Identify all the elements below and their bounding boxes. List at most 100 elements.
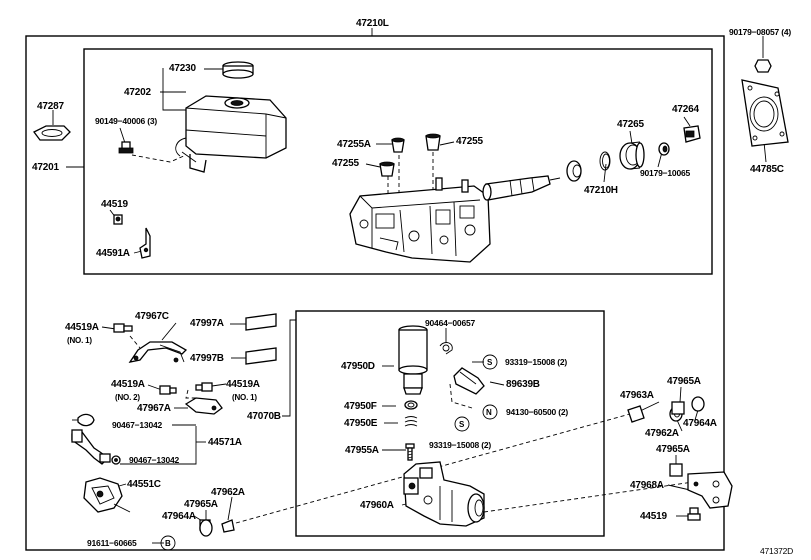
cover-89639B — [453, 367, 485, 395]
sensor-44519-bottom — [687, 507, 701, 521]
note-s1: S — [487, 358, 493, 367]
label-47967A: 47967A — [137, 403, 171, 414]
snap-ring — [599, 151, 611, 171]
reservoir-hose — [175, 137, 197, 163]
clip-47997A — [245, 313, 277, 331]
label-47230: 47230 — [169, 63, 196, 74]
modulator-body — [349, 177, 491, 263]
label-no1-a: (NO. 1) — [67, 336, 92, 345]
boot-47265 — [619, 141, 645, 170]
label-47950F: 47950F — [344, 401, 377, 412]
label-47210H: 47210H — [584, 185, 618, 196]
label-94130: 94130−60500 (2) — [506, 407, 568, 417]
label-47264: 47264 — [672, 104, 699, 115]
assembly-label: 47210L — [356, 18, 389, 29]
label-47950D: 47950D — [341, 361, 375, 372]
cushion-47962A — [221, 519, 235, 533]
label-44519A-3: 44519A — [226, 379, 260, 390]
label-44519-top: 44519 — [101, 199, 128, 210]
clip-90467-a — [72, 413, 95, 427]
label-93319-b: 93319−15008 (2) — [429, 440, 491, 450]
label-44519-bottom: 44519 — [640, 511, 667, 522]
seal-47255-left — [379, 161, 395, 177]
wiper-seal — [566, 160, 582, 182]
sensor-44519A-top — [113, 323, 133, 333]
pump-box — [295, 310, 605, 537]
label-47950E: 47950E — [344, 418, 378, 429]
label-44551C: 44551C — [127, 479, 161, 490]
label-90179-10065: 90179−10065 — [640, 168, 691, 178]
sensor-44519-top — [113, 214, 123, 225]
collar-47965A-top — [671, 401, 685, 415]
nut-90179-08057 — [754, 59, 772, 73]
clamp-90464 — [439, 342, 453, 355]
grommet-47287 — [33, 125, 71, 141]
label-90179-08057: 90179−08057 (4) — [729, 27, 791, 37]
seal-47255A — [391, 137, 405, 153]
bracket-47967C — [128, 341, 188, 363]
label-47964A-bottom: 47964A — [162, 511, 196, 522]
collar-47964A-right — [691, 396, 705, 412]
label-90149: 90149−40006 (3) — [95, 116, 157, 126]
figure-id: 471372D — [760, 546, 794, 556]
screw-47955A — [405, 443, 415, 461]
sensor-44519A-no2 — [159, 385, 177, 395]
label-47962A-bottom: 47962A — [211, 487, 245, 498]
reservoir-tank — [185, 95, 287, 173]
cylinder-shaft — [482, 175, 561, 201]
clip-90467-b — [111, 455, 121, 465]
label-47255-right: 47255 — [456, 136, 483, 147]
label-47202: 47202 — [124, 87, 151, 98]
label-47960A: 47960A — [360, 500, 394, 511]
connector-47264 — [683, 125, 701, 143]
pin-47963A — [627, 405, 645, 423]
motor-47950D — [398, 325, 428, 395]
gasket-44785C — [741, 79, 789, 147]
bracket-44591A — [139, 227, 151, 259]
note-b1: B — [165, 539, 171, 548]
spring-47950E — [404, 416, 418, 427]
bracket-47968A — [687, 471, 733, 509]
label-47967C: 47967C — [135, 311, 169, 322]
label-47965A-right1: 47965A — [667, 376, 701, 387]
note-n1: N — [486, 408, 492, 417]
sensor-44519A-no1 — [195, 382, 213, 392]
label-47201: 47201 — [32, 162, 59, 173]
master-cylinder-box — [83, 48, 713, 275]
grommet-90179-10065 — [658, 142, 670, 156]
clip-47997B — [245, 347, 277, 365]
collar-47964A — [199, 519, 213, 537]
label-91611: 91611−60665 — [87, 538, 137, 548]
label-44519A-1: 44519A — [65, 322, 99, 333]
label-47964A-right: 47964A — [683, 418, 717, 429]
label-93319-a: 93319−15008 (2) — [505, 357, 567, 367]
label-44785C: 44785C — [750, 164, 784, 175]
note-circles — [160, 354, 498, 551]
label-90467-b: 90467−13042 — [129, 455, 180, 465]
label-no1-b: (NO. 1) — [232, 393, 257, 402]
bracket-44551C — [83, 477, 131, 513]
label-44591A: 44591A — [96, 248, 130, 259]
seal-47255-right — [425, 133, 441, 151]
label-47255A: 47255A — [337, 139, 371, 150]
label-47997B: 47997B — [190, 353, 224, 364]
note-s2: S — [459, 420, 465, 429]
label-47255-left: 47255 — [332, 158, 359, 169]
collar-47965A-lower — [669, 463, 683, 477]
label-44519A-2: 44519A — [111, 379, 145, 390]
reservoir-cap — [222, 61, 254, 79]
outer-frame — [25, 35, 725, 551]
hose-44571A — [71, 429, 111, 465]
label-47965A-bottom: 47965A — [184, 499, 218, 510]
spring-47950F — [404, 400, 418, 410]
bracket-47967A — [184, 397, 223, 415]
label-47968A: 47968A — [630, 480, 664, 491]
label-47955A: 47955A — [345, 445, 379, 456]
leader-lines — [52, 36, 767, 544]
pump-motor-47960A — [403, 461, 485, 527]
label-47287: 47287 — [37, 101, 64, 112]
label-90464: 90464−00657 — [425, 318, 476, 328]
label-47997A: 47997A — [190, 318, 224, 329]
